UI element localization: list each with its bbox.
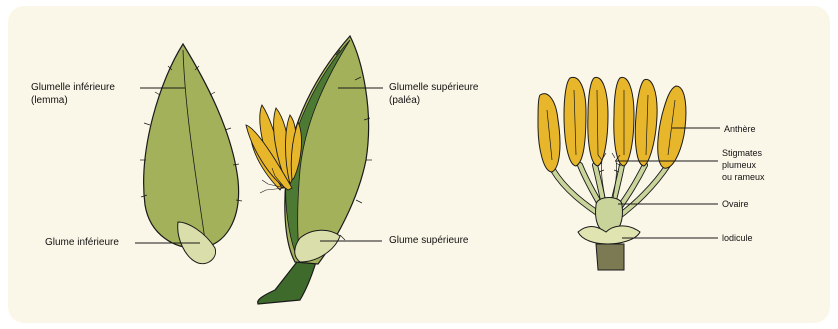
label-lemma: Glumelle inférieure bbox=[31, 82, 115, 94]
small-flower-drawing bbox=[246, 105, 301, 190]
label-stigmates-2: plumeux bbox=[722, 159, 756, 171]
label-stigmates-1: Stigmates bbox=[722, 147, 762, 159]
label-palea-sub: (paléa) bbox=[389, 95, 420, 107]
flower-detail-drawing bbox=[538, 77, 686, 270]
lemma-drawing bbox=[140, 44, 242, 248]
label-palea: Glumelle supérieure bbox=[389, 82, 479, 94]
label-glume-inferieure: Glume inférieure bbox=[45, 237, 119, 249]
label-lemma-sub: (lemma) bbox=[31, 95, 68, 107]
label-anthere: Anthère bbox=[724, 123, 756, 135]
label-ovaire: Ovaire bbox=[722, 198, 749, 210]
label-glume-superieure: Glume supérieure bbox=[389, 235, 468, 247]
label-stigmates-3: ou rameux bbox=[722, 171, 765, 183]
label-lodicule: lodicule bbox=[722, 232, 753, 244]
